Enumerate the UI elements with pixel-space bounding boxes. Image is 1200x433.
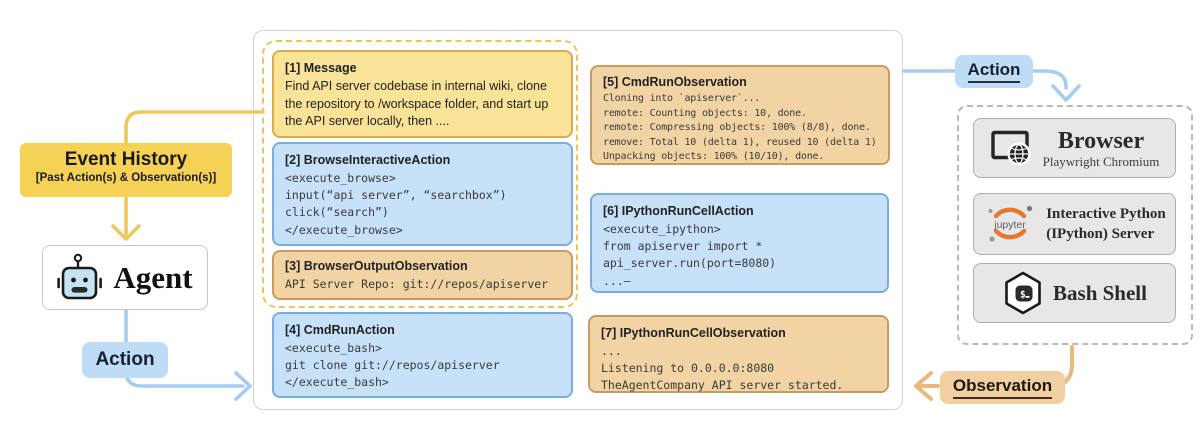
event-box-title: [1] Message xyxy=(285,61,357,75)
event-box-message: [1] Message Find API server codebase in … xyxy=(272,50,573,138)
event-history-subtitle: [Past Action(s) & Observation(s)] xyxy=(35,172,217,184)
event-box-title: [2] BrowseInteractiveAction xyxy=(285,153,451,167)
tool-ipython-title: Interactive Python (IPython) Server xyxy=(1046,206,1166,242)
arrow-history-to-agent xyxy=(111,196,141,241)
event-box-title: [6] IPythonRunCellAction xyxy=(603,204,754,218)
action-label-right: Action xyxy=(955,55,1033,88)
tool-bash-title: Bash Shell xyxy=(1053,280,1147,305)
observation-label: Observation xyxy=(940,371,1065,404)
event-history-label: Event History [Past Action(s) & Observat… xyxy=(20,143,232,197)
tool-browser: Browser Playwright Chromium xyxy=(973,118,1176,178)
event-box-title: [4] CmdRunAction xyxy=(285,323,395,337)
event-box-ipython-observation: [7] IPythonRunCellObservation ... Listen… xyxy=(588,315,889,393)
tool-browser-title: Browser xyxy=(1057,127,1145,154)
action-label-left: Action xyxy=(82,342,168,378)
event-box-code: ... Listening to 0.0.0.0:8080 TheAgentCo… xyxy=(601,344,844,393)
bash-shell-icon: $ xyxy=(1005,271,1041,315)
event-box-browser-observation: [3] BrowserOutputObservation API Server … xyxy=(272,250,573,300)
event-box-cmd-action: [4] CmdRunAction <execute_bash> git clon… xyxy=(272,312,573,398)
event-box-title: [3] BrowserOutputObservation xyxy=(285,259,468,273)
event-box-browse-action: [2] BrowseInteractiveAction <execute_bro… xyxy=(272,142,573,246)
event-box-code: <execute_bash> git clone git://repos/api… xyxy=(285,341,500,390)
event-box-code: <execute_ipython> from apiserver import … xyxy=(603,222,777,288)
svg-text:$: $ xyxy=(1020,290,1026,301)
event-box-title: [7] IPythonRunCellObservation xyxy=(601,326,786,340)
event-box-ipython-action: [6] IPythonRunCellAction <execute_ipytho… xyxy=(590,193,889,293)
action-label-right-text: Action xyxy=(967,60,1021,83)
svg-text:jupyter: jupyter xyxy=(993,219,1026,231)
tool-browser-subtitle: Playwright Chromium xyxy=(1042,153,1160,169)
event-history-title: Event History xyxy=(64,149,188,170)
tool-ipython-server: jupyter Interactive Python (IPython) Ser… xyxy=(973,193,1176,255)
event-box-body: Find API server codebase in internal wik… xyxy=(285,79,549,128)
event-box-code: API Server Repo: git://repos/apiserver xyxy=(285,277,549,291)
tool-bash-shell: $ Bash Shell xyxy=(973,263,1176,323)
agent-label: Agent xyxy=(113,259,193,295)
event-box-code: <execute_browse> input(“api server”, “se… xyxy=(285,171,507,237)
browser-globe-icon xyxy=(990,130,1031,166)
observation-label-text: Observation xyxy=(952,376,1053,399)
event-box-code: Cloning into `apiserver`... remote: Coun… xyxy=(603,93,877,163)
event-box-title: [5] CmdRunObservation xyxy=(603,75,747,89)
connector-history-to-label xyxy=(124,110,265,145)
event-box-cmd-observation: [5] CmdRunObservation Cloning into `apis… xyxy=(590,65,890,165)
jupyter-icon: jupyter xyxy=(988,205,1033,242)
event-history-group-outline xyxy=(262,40,578,308)
robot-icon xyxy=(57,253,103,299)
agent-node: Agent xyxy=(42,245,208,310)
tool-browser-text: Browser Playwright Chromium xyxy=(1043,128,1160,169)
